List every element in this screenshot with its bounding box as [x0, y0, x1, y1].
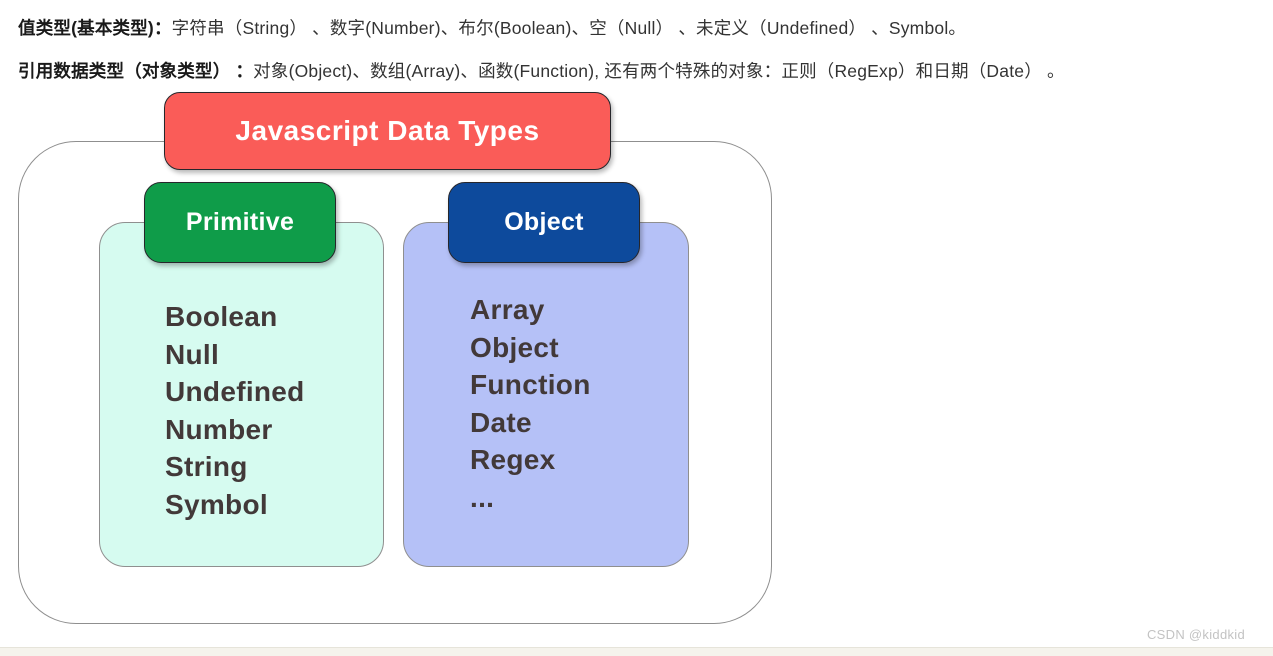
object-panel — [403, 222, 689, 567]
list-item: Number — [165, 413, 273, 445]
intro-line1-label: 值类型(基本类型)： — [18, 18, 172, 38]
list-item: ... — [470, 481, 495, 513]
intro-line-reference-types: 引用数据类型（对象类型） ：对象(Object)、数组(Array)、函数(Fu… — [18, 58, 1065, 83]
list-item: Date — [470, 406, 532, 438]
list-item: Array — [470, 294, 545, 325]
list-item: Undefined — [165, 376, 305, 408]
object-header-label: Object — [504, 208, 584, 236]
bottom-divider-strip — [0, 647, 1273, 656]
intro-line2-text: 对象(Object)、数组(Array)、函数(Function), 还有两个特… — [253, 61, 1065, 81]
list-item: Regex — [470, 444, 556, 476]
list-item: String — [165, 451, 248, 483]
intro-line1-text: 字符串（String） 、数字(Number)、布尔(Boolean)、空（Nu… — [171, 18, 967, 38]
intro-line2-label: 引用数据类型（对象类型） ： — [18, 61, 254, 81]
primitive-header-label: Primitive — [185, 208, 295, 236]
diagram-title: Javascript Data Types — [235, 115, 540, 146]
intro-line-value-types: 值类型(基本类型)：字符串（String） 、数字(Number)、布尔(Boo… — [18, 15, 966, 40]
list-item: Function — [470, 369, 591, 401]
list-item: Symbol — [165, 488, 268, 520]
list-item: Null — [165, 338, 220, 370]
primitive-type-list: Boolean Null Undefined Number String Sym… — [165, 298, 305, 524]
primitive-panel — [99, 222, 384, 567]
primitive-header-box: Primitive — [144, 182, 336, 263]
diagram-title-box: Javascript Data Types — [164, 92, 611, 170]
list-item: Boolean — [165, 301, 278, 332]
list-item: Object — [470, 331, 559, 363]
csdn-watermark: CSDN @kiddkid — [1146, 627, 1245, 642]
object-type-list: Array Object Function Date Regex ... — [470, 291, 591, 517]
object-header-box: Object — [448, 182, 640, 263]
